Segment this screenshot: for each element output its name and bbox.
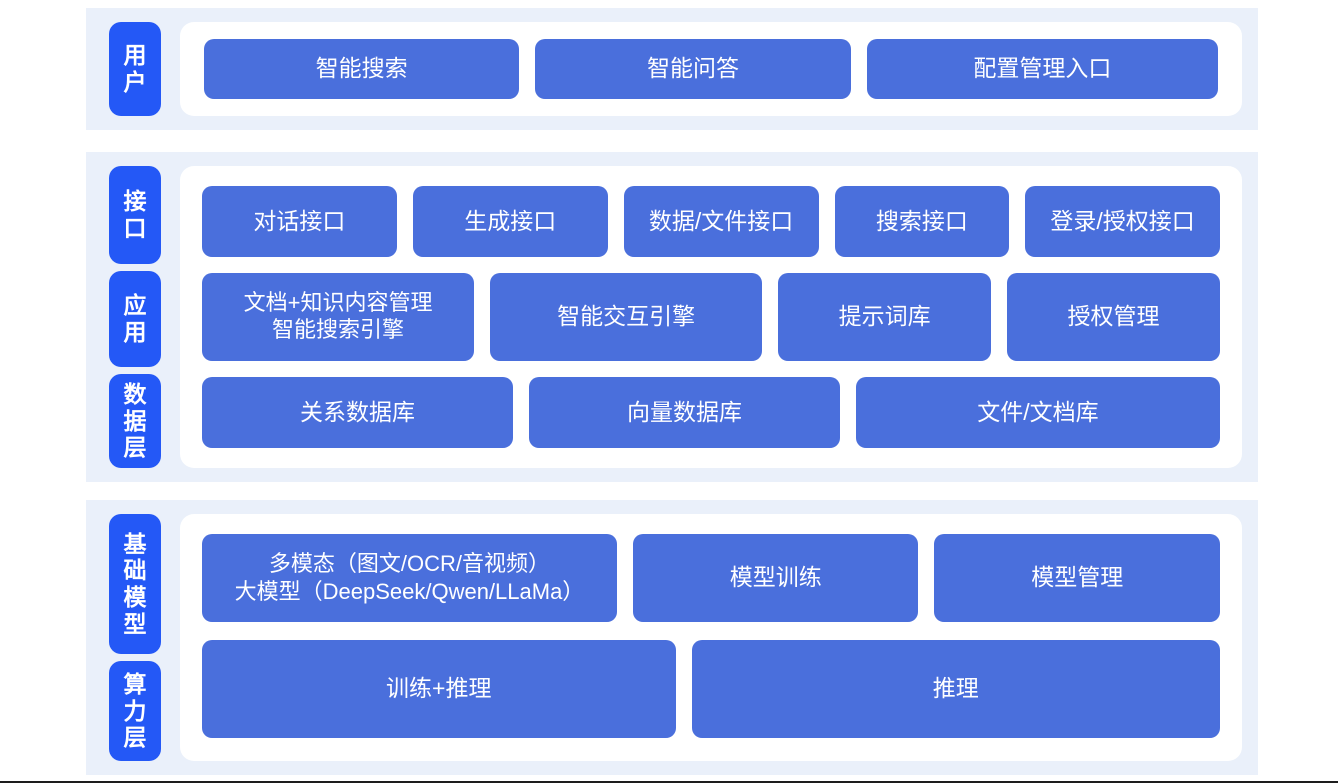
box-dialog-interface[interactable]: 对话接口 bbox=[202, 186, 397, 258]
band-infrastructure-label-column: 基础模型 算力层 bbox=[109, 514, 161, 761]
band-user-label-column: 用户 bbox=[109, 22, 161, 116]
band-user: 用户 智能搜索 智能问答 配置管理入口 bbox=[86, 8, 1258, 130]
box-relational-database[interactable]: 关系数据库 bbox=[202, 376, 513, 448]
box-authorization-management[interactable]: 授权管理 bbox=[1007, 273, 1220, 361]
box-config-management-entry[interactable]: 配置管理入口 bbox=[866, 39, 1218, 99]
layer-label-data: 数据层 bbox=[109, 374, 161, 468]
row-data: 关系数据库 向量数据库 文件/文档库 bbox=[202, 376, 1220, 448]
box-search-interface[interactable]: 搜索接口 bbox=[834, 186, 1010, 258]
box-login-auth-interface[interactable]: 登录/授权接口 bbox=[1025, 186, 1220, 258]
box-vector-database[interactable]: 向量数据库 bbox=[528, 376, 840, 448]
box-generation-interface[interactable]: 生成接口 bbox=[412, 186, 608, 258]
band-user-panel: 智能搜索 智能问答 配置管理入口 bbox=[180, 22, 1242, 116]
band-platform: 接口 应用 数据层 对话接口 生成接口 数据/文件接口 搜索接口 登录/授权接口… bbox=[86, 152, 1258, 482]
box-multimodal-large-model[interactable]: 多模态（图文/OCR/音视频） 大模型（DeepSeek/Qwen/LLaMa） bbox=[202, 534, 617, 622]
band-infrastructure: 基础模型 算力层 多模态（图文/OCR/音视频） 大模型（DeepSeek/Qw… bbox=[86, 500, 1258, 775]
box-training-and-inference[interactable]: 训练+推理 bbox=[202, 640, 676, 738]
box-model-management[interactable]: 模型管理 bbox=[934, 534, 1221, 622]
layer-label-data-text: 数据层 bbox=[123, 380, 147, 461]
box-model-training[interactable]: 模型训练 bbox=[632, 534, 919, 622]
layer-label-interface-text: 接口 bbox=[123, 188, 147, 241]
layer-label-application-text: 应用 bbox=[123, 292, 147, 345]
bottom-divider bbox=[0, 781, 1338, 783]
box-file-document-store[interactable]: 文件/文档库 bbox=[855, 376, 1220, 448]
row-compute: 训练+推理 推理 bbox=[202, 640, 1220, 738]
layer-label-user-text: 用户 bbox=[123, 42, 147, 95]
box-document-knowledge-management[interactable]: 文档+知识内容管理 智能搜索引擎 bbox=[202, 273, 475, 361]
layer-label-foundation-model-text: 基础模型 bbox=[123, 530, 147, 637]
row-interface: 对话接口 生成接口 数据/文件接口 搜索接口 登录/授权接口 bbox=[202, 186, 1220, 258]
box-data-file-interface[interactable]: 数据/文件接口 bbox=[623, 186, 819, 258]
band-platform-panel: 对话接口 生成接口 数据/文件接口 搜索接口 登录/授权接口 文档+知识内容管理… bbox=[180, 166, 1242, 468]
band-platform-label-column: 接口 应用 数据层 bbox=[109, 166, 161, 468]
layer-label-application: 应用 bbox=[109, 271, 161, 367]
layer-label-user: 用户 bbox=[109, 22, 161, 116]
box-inference[interactable]: 推理 bbox=[691, 640, 1220, 738]
box-prompt-library[interactable]: 提示词库 bbox=[778, 273, 992, 361]
layer-label-foundation-model: 基础模型 bbox=[109, 514, 161, 654]
row-user-entries: 智能搜索 智能问答 配置管理入口 bbox=[204, 39, 1218, 99]
row-foundation-model: 多模态（图文/OCR/音视频） 大模型（DeepSeek/Qwen/LLaMa）… bbox=[202, 534, 1221, 622]
band-infrastructure-panel: 多模态（图文/OCR/音视频） 大模型（DeepSeek/Qwen/LLaMa）… bbox=[180, 514, 1242, 761]
layer-label-interface: 接口 bbox=[109, 166, 161, 264]
layer-label-compute: 算力层 bbox=[109, 661, 161, 761]
box-smart-search[interactable]: 智能搜索 bbox=[204, 39, 520, 99]
box-smart-interaction-engine[interactable]: 智能交互引擎 bbox=[490, 273, 763, 361]
box-smart-qa[interactable]: 智能问答 bbox=[535, 39, 851, 99]
row-application: 文档+知识内容管理 智能搜索引擎 智能交互引擎 提示词库 授权管理 bbox=[202, 273, 1220, 361]
layer-label-compute-text: 算力层 bbox=[123, 670, 147, 751]
